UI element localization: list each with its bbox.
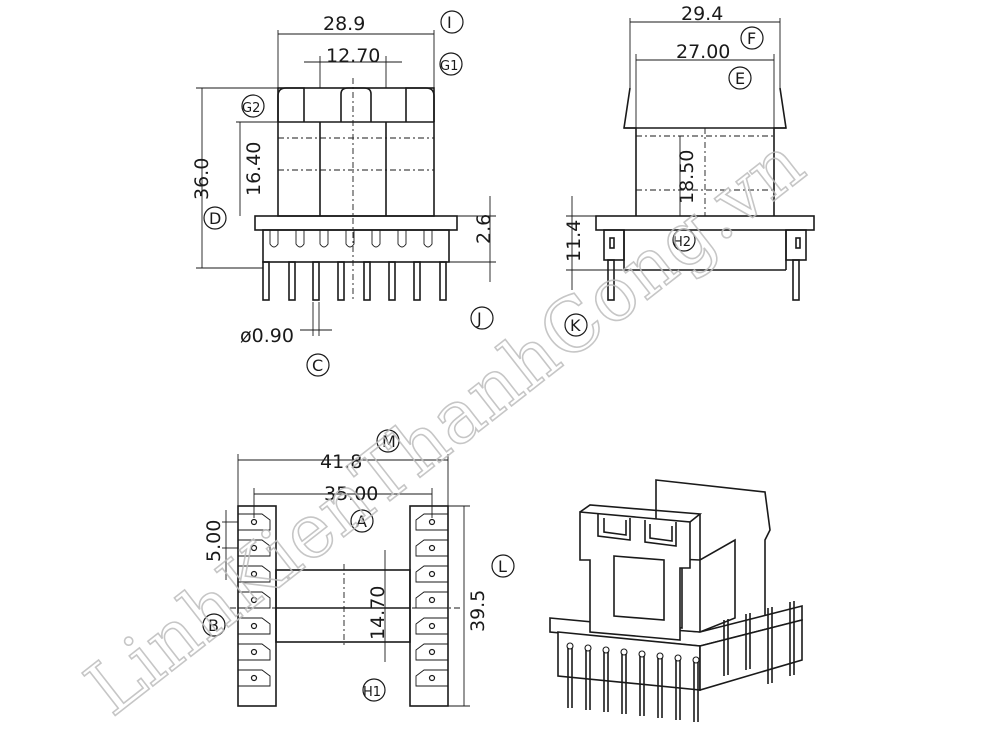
dim-height-core: 16.40 [243, 142, 265, 196]
dim-top-inner: 12.70 [326, 45, 380, 67]
label-g2: G2 [242, 101, 260, 116]
dim-height-total: 36.0 [191, 158, 213, 200]
label-j: J [476, 309, 482, 328]
label-k: K [570, 316, 581, 335]
label-c: C [312, 356, 323, 375]
label-i: I [447, 13, 452, 32]
label-m: M [382, 432, 396, 451]
dim-side-width: 29.4 [681, 3, 723, 25]
dim-side-inner: 27.00 [676, 41, 730, 63]
dim-pin-dia: ø0.90 [240, 325, 294, 347]
side-view: 29.4 27.00 18.50 11.4 F E H2 K [563, 3, 815, 337]
dim-bottom-core: 14.70 [367, 586, 389, 640]
dim-top-width: 28.9 [323, 13, 365, 35]
label-h2: H2 [673, 235, 691, 250]
front-view: 28.9 12.70 36.0 16.40 2.6 ø0.90 I G1 G2 … [191, 10, 496, 377]
label-h1: H1 [363, 685, 381, 700]
dim-pin-offset: 2.6 [473, 214, 495, 244]
dim-side-core: 18.50 [676, 150, 698, 204]
bottom-view: 41.8 35.00 5.00 14.70 39.5 M A L B H1 [202, 429, 515, 707]
label-d: D [209, 209, 221, 228]
label-e: E [735, 69, 745, 88]
dim-bottom-width: 41.8 [320, 451, 362, 473]
label-f: F [747, 29, 756, 48]
label-l: L [498, 557, 507, 576]
dim-side-height: 11.4 [563, 220, 585, 262]
label-b: B [208, 616, 219, 635]
label-a: A [356, 512, 367, 531]
label-g1: G1 [440, 59, 458, 74]
isometric-view [549, 479, 803, 722]
dim-pitch: 5.00 [203, 520, 225, 562]
dim-bottom-inner: 35.00 [324, 483, 378, 505]
dim-bottom-length: 39.5 [467, 590, 489, 632]
